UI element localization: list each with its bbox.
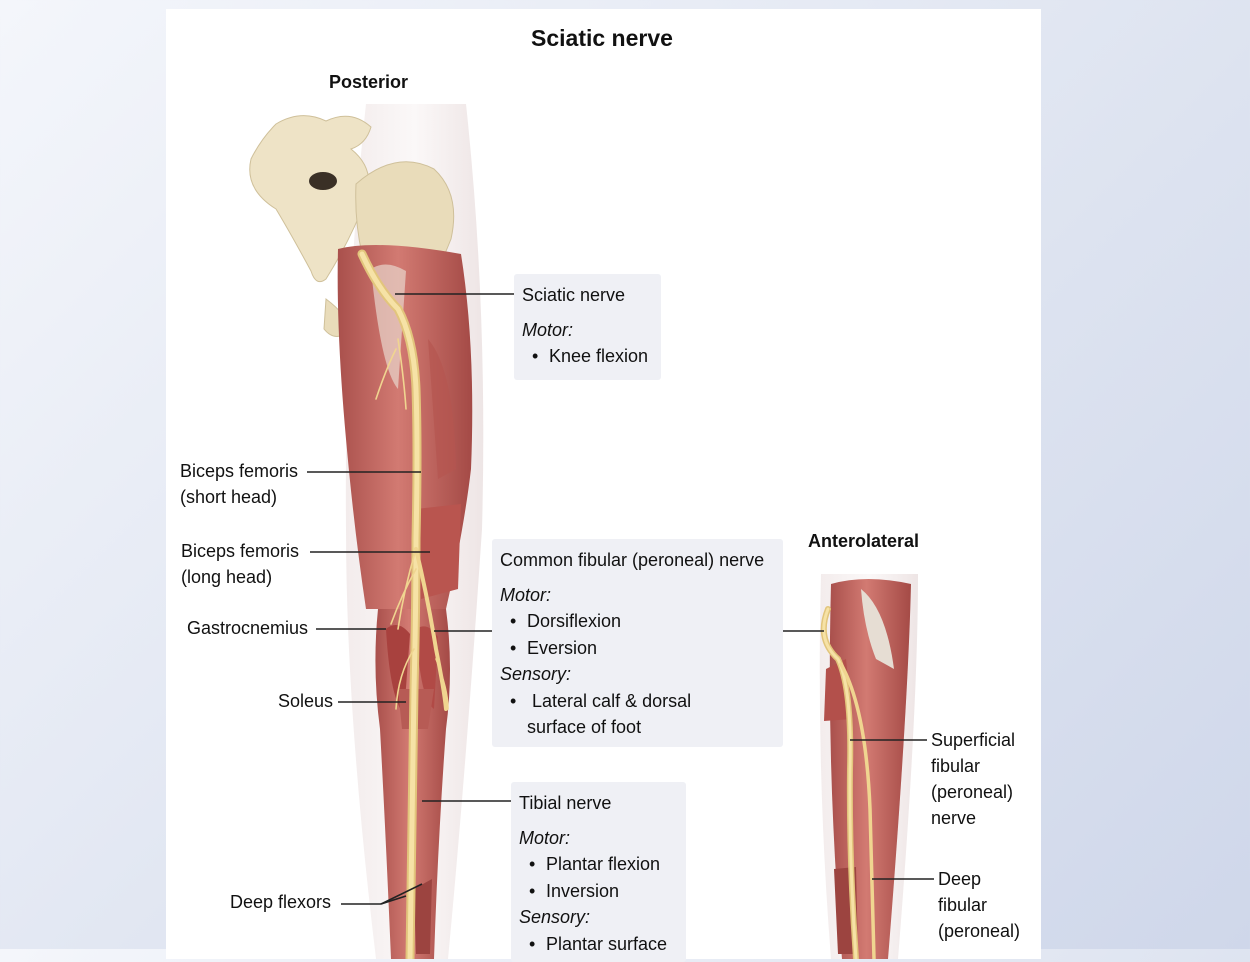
label-line: Biceps femoris: [181, 541, 300, 561]
posterior-leg-illustration: [249, 104, 484, 959]
label-line: Biceps femoris: [180, 461, 299, 481]
label-soleus: Soleus: [278, 691, 334, 711]
diagram-card: Sciatic nerve Posterior Anterolateral Bi…: [166, 9, 1041, 962]
motor-label: Motor:: [500, 584, 552, 605]
leader-lines: [307, 293, 934, 905]
sensory-item: Lateral calf & dorsal surface of foot: [500, 688, 775, 741]
label-line: fibular: [938, 895, 988, 915]
label-superficial-fibular: Superficial fibular (peroneal) nerve: [931, 727, 1015, 831]
label-deep-flexors: Deep flexors: [230, 892, 332, 912]
anatomy-illustration: [249, 104, 934, 959]
motor-item: Dorsiflexion: [500, 608, 775, 635]
box-title: Sciatic nerve: [522, 285, 626, 305]
view-label-posterior: Posterior: [329, 72, 409, 92]
sensory-line: Lateral calf & dorsal: [532, 690, 692, 711]
box-title: Common fibular (peroneal) nerve: [500, 550, 765, 570]
motor-item: Eversion: [500, 635, 775, 662]
label-line: Superficial: [931, 730, 1016, 750]
label-biceps-short: Biceps femoris (short head): [180, 458, 298, 510]
sciatic-nerve-box: Sciatic nerve Motor: Knee flexion: [514, 274, 661, 380]
label-deep-fibular: Deep fibular (peroneal): [938, 866, 1020, 944]
common-fibular-path: [414, 547, 448, 711]
label-gastrocnemius: Gastrocnemius: [187, 618, 309, 638]
sensory-item: Plantar surface: [519, 931, 678, 958]
anterolateral-leg-illustration: [819, 574, 918, 959]
motor-item: Inversion: [519, 878, 678, 905]
label-line: (short head): [180, 487, 278, 507]
box-title: Tibial nerve: [519, 793, 612, 813]
sensory-label: Sensory:: [519, 907, 591, 927]
label-line: (long head): [181, 567, 273, 587]
motor-item: Knee flexion: [522, 343, 653, 370]
common-fibular-box: Common fibular (peroneal) nerve Motor: D…: [492, 539, 783, 747]
label-line: fibular: [931, 756, 981, 776]
view-label-anterolateral: Anterolateral: [808, 531, 920, 551]
sensory-line: surface of foot: [527, 717, 642, 737]
motor-label: Motor:: [522, 319, 574, 340]
sensory-label: Sensory:: [500, 664, 572, 684]
label-line: (peroneal): [931, 782, 1014, 802]
label-biceps-long: Biceps femoris (long head): [181, 538, 299, 590]
label-line: Deep: [938, 869, 982, 889]
diagram-title: Sciatic nerve: [531, 25, 673, 51]
motor-item: Plantar flexion: [519, 851, 678, 878]
tibial-nerve-box: Tibial nerve Motor: Plantar flexion Inve…: [511, 782, 686, 962]
label-line: (peroneal): [938, 921, 1021, 941]
label-line: nerve: [931, 808, 977, 828]
motor-label: Motor:: [519, 827, 571, 848]
